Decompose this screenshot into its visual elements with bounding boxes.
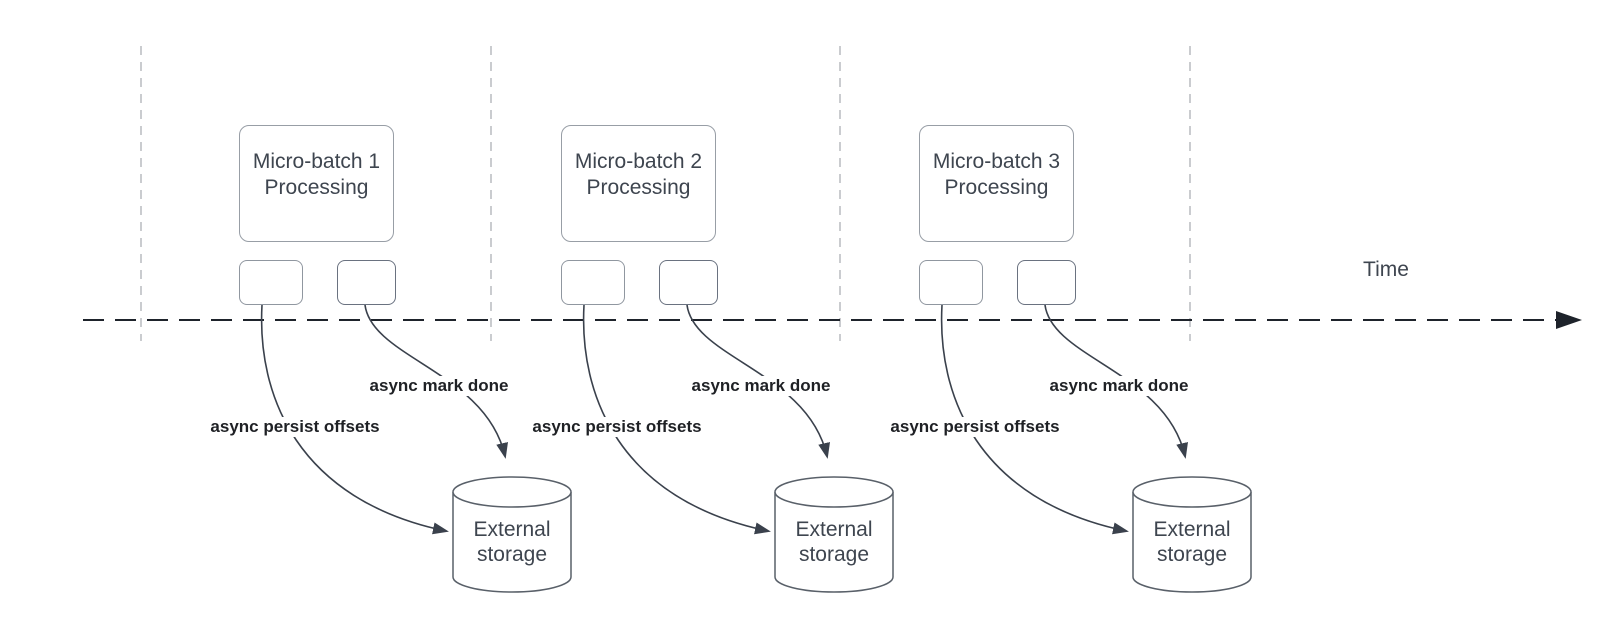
mark-done-arrow [1044, 304, 1188, 459]
time-axis-arrowhead-icon [1556, 311, 1582, 329]
mark-done-arrow [364, 304, 508, 459]
mark-done-arrow [686, 304, 830, 459]
group-2-linework [582, 304, 894, 593]
storage-cylinder-top [452, 476, 572, 508]
group-1-linework [260, 304, 572, 593]
persist-offsets-arrow [940, 304, 1129, 535]
persist-offsets-arrow [582, 304, 771, 535]
storage-cylinder-top [1132, 476, 1252, 508]
storage-cylinder-body [1132, 492, 1252, 593]
storage-cylinder-body [774, 492, 894, 593]
storage-cylinder-top [774, 476, 894, 508]
group-3-linework [940, 304, 1252, 593]
persist-offsets-arrow [260, 304, 449, 535]
storage-cylinder-body [452, 492, 572, 593]
time-axis-label: Time [1363, 258, 1409, 281]
